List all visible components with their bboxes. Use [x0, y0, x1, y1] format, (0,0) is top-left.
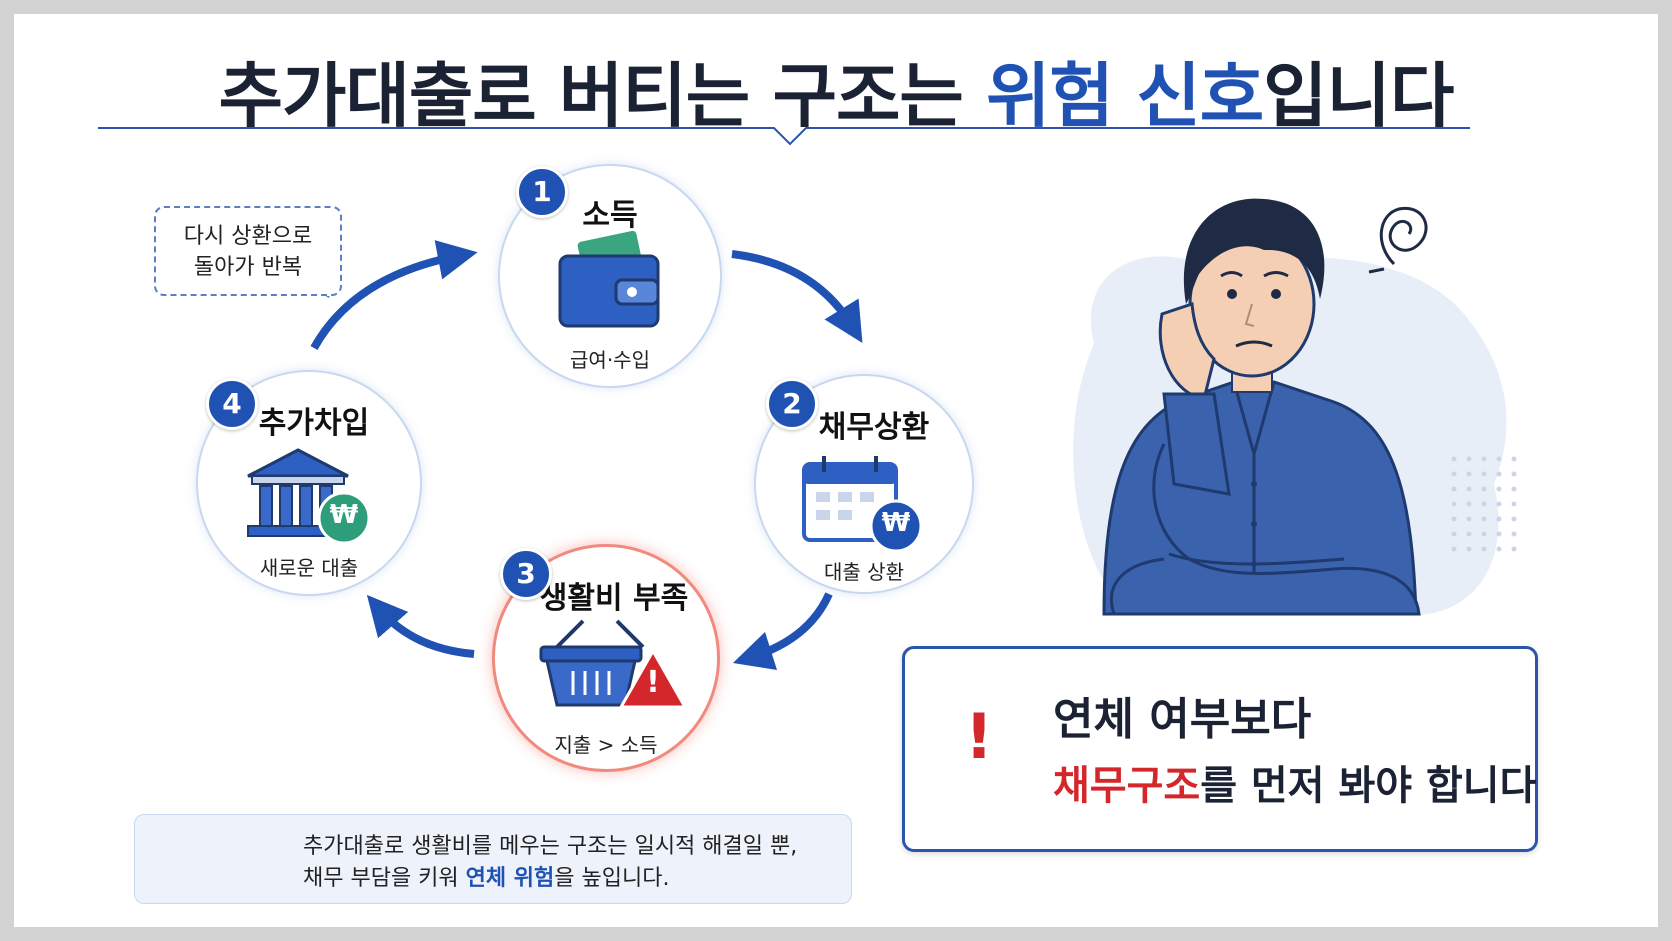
worried-person-illustration: [1102, 198, 1421, 616]
info-text: 추가대출로 생활비를 메우는 구조는 일시적 해결일 뿐, 채무 부담을 키워 …: [303, 834, 798, 891]
diagram-graphics: [98, 127, 1517, 873]
step-caption: 새로운 대출: [259, 556, 359, 580]
step-income: 소득 급여·수입: [498, 164, 722, 388]
step-number-4: 4: [206, 378, 258, 430]
step-title: 채무상환: [818, 410, 930, 445]
warning-box: 연체 여부보다 채무구조를 먼저 봐야 합니다: [902, 646, 1538, 852]
arrow-income-to-repay: [731, 250, 863, 344]
arrow-repay-to-shortage: [732, 592, 833, 671]
step-caption: 대출 상환: [824, 560, 904, 584]
wallet-icon: [558, 230, 660, 328]
bank-won-icon: [247, 448, 371, 545]
infographic: 추가대출로 버티는 구조는 위험 신호입니다: [14, 14, 1658, 927]
step-number-3: 3: [500, 548, 552, 600]
title-divider: [98, 127, 1470, 146]
won-symbol: ₩: [881, 508, 911, 538]
calendar-won-icon: [802, 456, 923, 553]
title-highlight: 위험 신호: [986, 55, 1264, 137]
warning-exclamation: !: [646, 665, 660, 700]
step-caption: 급여·수입: [570, 348, 650, 372]
stress-swirl: [1379, 206, 1428, 266]
won-symbol: ₩: [329, 500, 359, 530]
arrow-shortage-to-borrow: [366, 594, 475, 658]
info-highlight: 연체 위험: [465, 866, 555, 891]
step-borrowing: 추가차입 ₩ 새로운 대출: [196, 370, 422, 596]
step-number-2: 2: [766, 378, 818, 430]
step-title: 생활비 부족: [539, 581, 689, 616]
step-caption: 지출 > 소득: [554, 733, 658, 757]
warning-highlight: 채무구조: [1053, 763, 1201, 809]
step-title: 추가차입: [258, 406, 370, 441]
dot-pattern: [1451, 456, 1517, 552]
info-box: 추가대출로 생활비를 메우는 구조는 일시적 해결일 뿐, 채무 부담을 키워 …: [134, 814, 852, 904]
large-warning-exclamation: !: [964, 700, 994, 773]
warning-line-1: 연체 여부보다: [1053, 694, 1312, 745]
page-title: 추가대출로 버티는 구조는 위험 신호입니다: [218, 55, 1455, 137]
step-number-1: 1: [516, 166, 568, 218]
warning-line-2: 채무구조를 먼저 봐야 합니다: [1053, 763, 1537, 809]
basket-warning-icon: [539, 619, 687, 709]
arrow-borrow-to-income: [310, 240, 478, 350]
step-title: 소득: [582, 198, 638, 233]
